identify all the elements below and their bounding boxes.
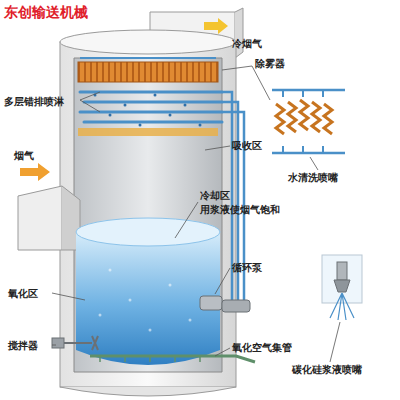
zone-label: 用浆液使烟气饱和 xyxy=(200,204,280,216)
part-label: 氧化空气集管 xyxy=(232,342,292,354)
watermark: 东创输送机械 xyxy=(4,4,88,21)
zone-label: 吸收区 xyxy=(232,140,262,152)
part-label: 水清洗喷嘴 xyxy=(288,172,338,184)
part-label: 碳化硅浆液喷嘴 xyxy=(292,364,362,376)
zone-label: 氧化区 xyxy=(8,288,38,300)
part-label: 除雾器 xyxy=(255,58,285,70)
part-label: 搅拌器 xyxy=(8,340,38,352)
flow-label: 烟气 xyxy=(14,150,34,162)
part-label: 多层错排喷淋 xyxy=(4,96,64,108)
flow-label: 冷烟气 xyxy=(232,38,262,50)
zone-label: 冷却区 xyxy=(200,190,230,202)
part-label: 循环泵 xyxy=(232,262,262,274)
